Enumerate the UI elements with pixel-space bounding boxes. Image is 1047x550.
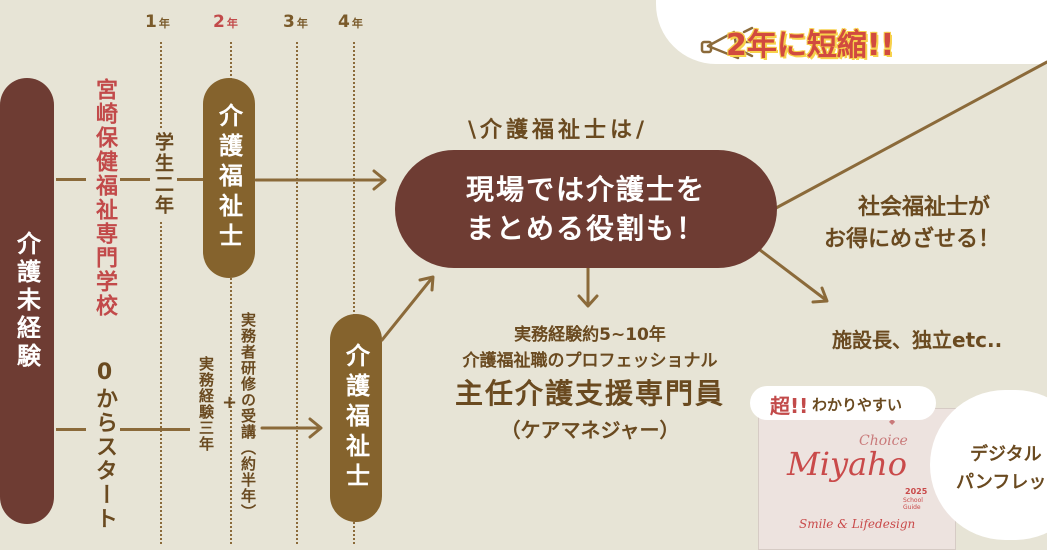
experience-text: 実務経験約5~10年 (514, 325, 666, 345)
year-line-4 (353, 42, 355, 544)
brochure-badge: 超!! わかりやすい (750, 386, 936, 420)
care-manager-title: 主任介護支援専門員 (454, 377, 725, 410)
brochure-link[interactable]: ◆ Choice Miyaho 2025 School Guide Smile … (750, 386, 958, 550)
practice-label: 実務経験三年 (197, 356, 215, 452)
brochure-footer: Smile & Lifedesign (799, 517, 916, 531)
flow-line-bottom-b (120, 428, 190, 431)
brochure-title: Miyaho (787, 445, 908, 483)
fukushishi-pill-year4: 介護福祉士 (330, 314, 382, 522)
brochure-year: 2025 (905, 487, 928, 496)
school-label: 宮崎保健福祉専門学校 (92, 78, 117, 318)
center-pill: 現場では介護士を まとめる役割も！ (395, 150, 777, 268)
year-line-3 (296, 42, 298, 544)
center-line-2: まとめる役割も！ (465, 212, 706, 245)
arrow-center-to-facility (758, 248, 828, 302)
digital-line-1: デジタル (970, 444, 1042, 465)
flow-line-top-c (174, 178, 204, 181)
plus-sign: + (222, 392, 238, 413)
center-line-1: 現場では介護士を (465, 172, 706, 206)
brochure-school-logo: ◆ (889, 417, 896, 426)
brochure-cover: ◆ Choice Miyaho 2025 School Guide Smile … (758, 408, 956, 550)
care-manager-sub: （ケアマネジャー） (500, 418, 680, 442)
digital-pamphlet-bubble[interactable]: デジタル パンフレッ (930, 390, 1047, 540)
student-years-label: 学生二年 (150, 128, 177, 220)
facility-text: 施設長、独立etc.. (832, 328, 1003, 352)
flow-line-top-b (120, 178, 150, 181)
social-worker-text: 社会福祉士が お得にめざせる！ (824, 195, 1001, 252)
arrow-center-to-top (774, 60, 1047, 210)
zero-start-label: 0からスタート (92, 360, 117, 531)
brochure-tag: Choice (859, 433, 908, 449)
training-label: 実務者研修の受講（約半年） (238, 310, 259, 522)
megaphone-icon (700, 26, 758, 60)
flow-line-top-a (56, 178, 86, 181)
year-line-2 (230, 42, 232, 544)
promo-text: 2年に短縮!! (726, 28, 895, 63)
flow-line-bottom-a (56, 428, 86, 431)
professional-text: 介護福祉職のプロフェッショナル (462, 351, 718, 371)
brochure-sub: School Guide (903, 497, 923, 511)
fukushishi-pill-year2: 介護福祉士 (203, 78, 255, 278)
year-line-1 (160, 42, 162, 544)
arrow-pill-to-center (380, 276, 434, 342)
digital-line-2: パンフレッ (956, 472, 1047, 493)
center-heading: \介護福祉士は/ (468, 118, 649, 143)
start-pill: 介護未経験 (0, 78, 54, 524)
promo-cloud (656, 0, 1047, 64)
